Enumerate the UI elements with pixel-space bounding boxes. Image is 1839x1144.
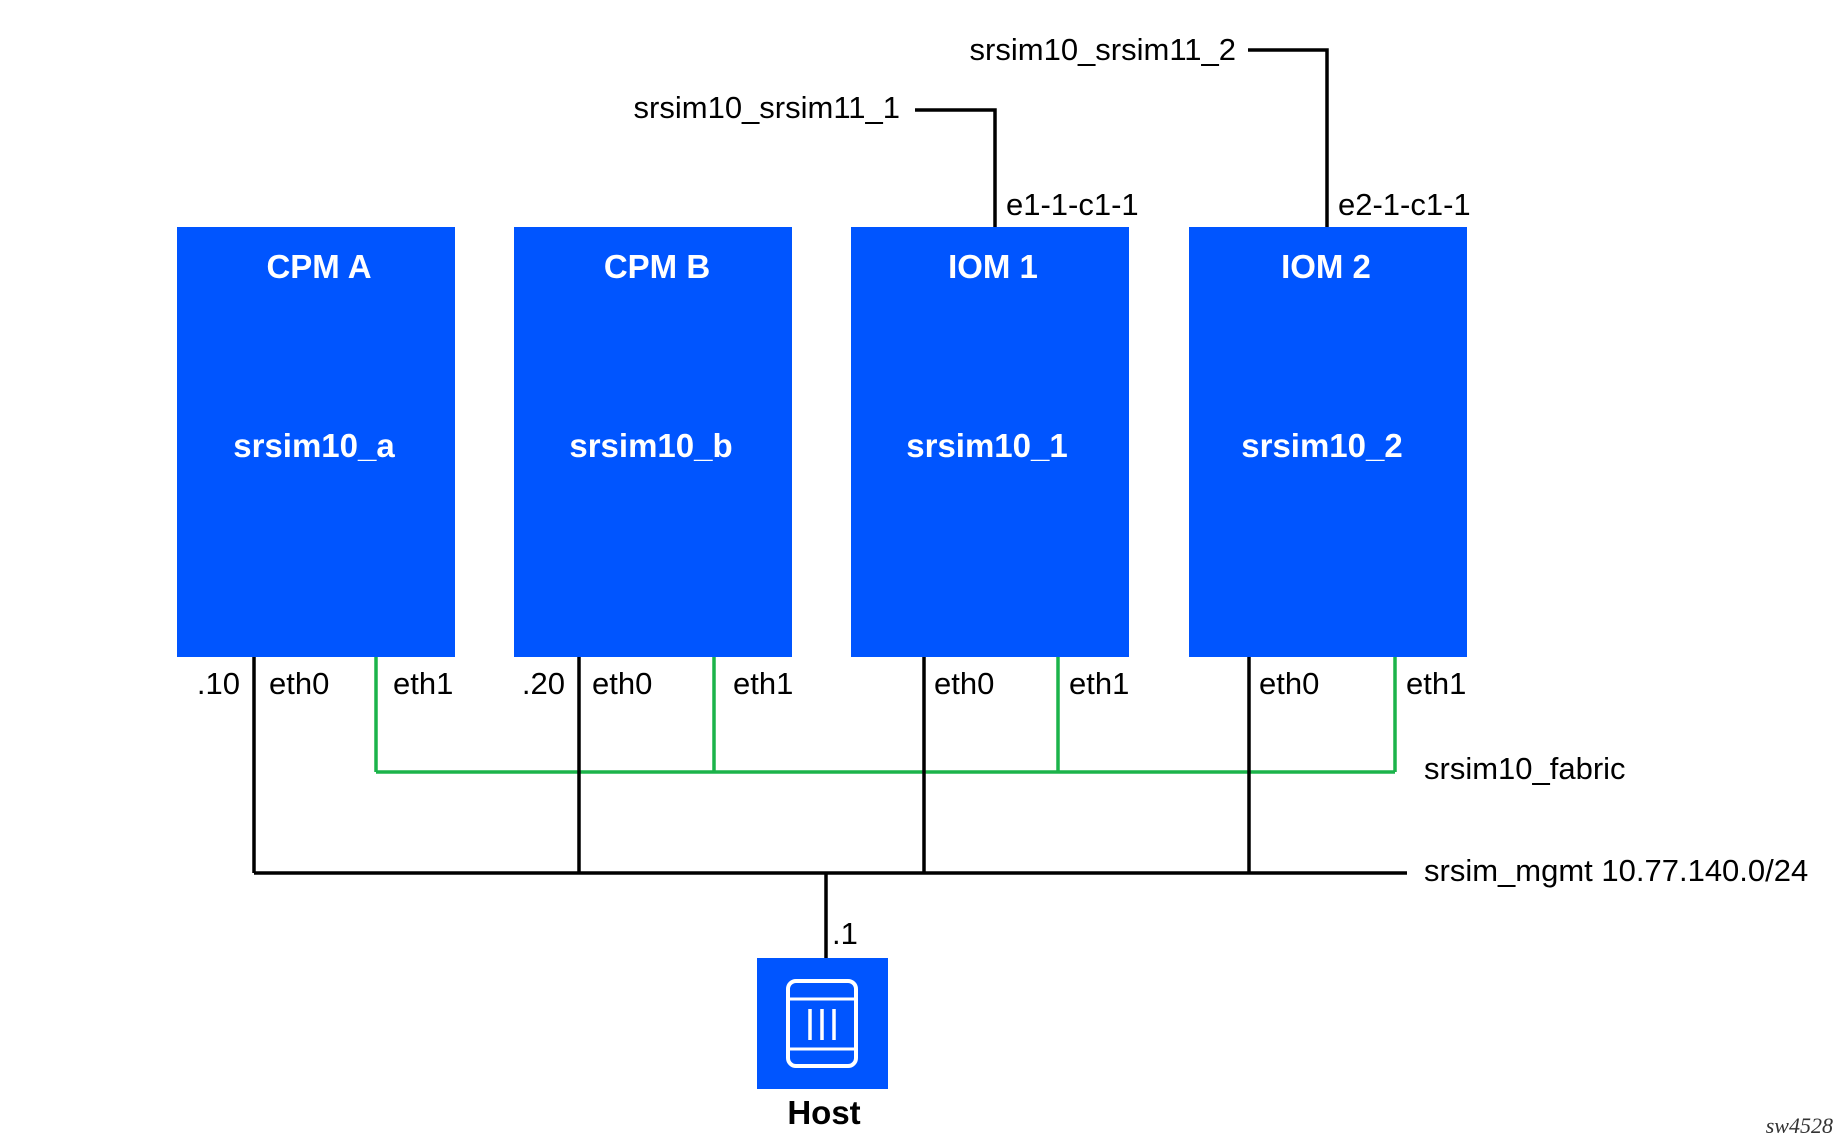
eth0-label-iom-1: eth0 — [934, 666, 994, 701]
eth1-label-cpm-b: eth1 — [733, 666, 793, 701]
host-label: Host — [787, 1094, 860, 1131]
card-name: srsim10_2 — [1241, 427, 1402, 464]
card-name: srsim10_a — [233, 427, 395, 464]
port-label-iom1: e1-1-c1-1 — [1006, 187, 1139, 222]
eth1-label-iom-1: eth1 — [1069, 666, 1129, 701]
card-title: IOM 2 — [1281, 248, 1371, 285]
iom2-external-link — [1248, 48, 1329, 227]
card-iom-2: IOM 2 srsim10_2 — [1189, 227, 1467, 657]
fabric-network-label: srsim10_fabric — [1424, 751, 1626, 786]
host-node — [757, 958, 888, 1089]
card-title: CPM A — [266, 248, 371, 285]
eth0-label-cpm-b: eth0 — [592, 666, 652, 701]
eth0-label-cpm-a: eth0 — [269, 666, 329, 701]
ip-label-cpm-a: .10 — [197, 666, 240, 701]
eth1-label-iom-2: eth1 — [1406, 666, 1466, 701]
card-cpm-b-box — [514, 227, 792, 657]
card-cpm-a-box — [177, 227, 455, 657]
card-cpm-b: CPM B srsim10_b — [514, 227, 792, 657]
ip-label-cpm-b: .20 — [522, 666, 565, 701]
mgmt-network-label: srsim_mgmt 10.77.140.0/24 — [1424, 853, 1808, 888]
figure-id: sw4528 — [1766, 1113, 1833, 1138]
card-iom-1: IOM 1 srsim10_1 — [851, 227, 1129, 657]
link-label-srsim10-srsim11-2: srsim10_srsim11_2 — [970, 32, 1236, 67]
port-label-iom2: e2-1-c1-1 — [1338, 187, 1471, 222]
card-title: CPM B — [604, 248, 710, 285]
card-iom-2-box — [1189, 227, 1467, 657]
card-cpm-a: CPM A srsim10_a — [177, 227, 455, 657]
card-name: srsim10_1 — [906, 427, 1067, 464]
eth0-label-iom-2: eth0 — [1259, 666, 1319, 701]
card-name: srsim10_b — [569, 427, 732, 464]
fabric-network — [374, 655, 1397, 774]
iom1-external-link — [915, 108, 997, 227]
link-label-srsim10-srsim11-1: srsim10_srsim11_1 — [634, 90, 900, 125]
server-icon — [786, 979, 858, 1068]
card-title: IOM 1 — [948, 248, 1038, 285]
eth1-label-cpm-a: eth1 — [393, 666, 453, 701]
mgmt-network — [252, 655, 1407, 960]
card-iom-1-box — [851, 227, 1129, 657]
host-ip-label: .1 — [832, 916, 858, 951]
